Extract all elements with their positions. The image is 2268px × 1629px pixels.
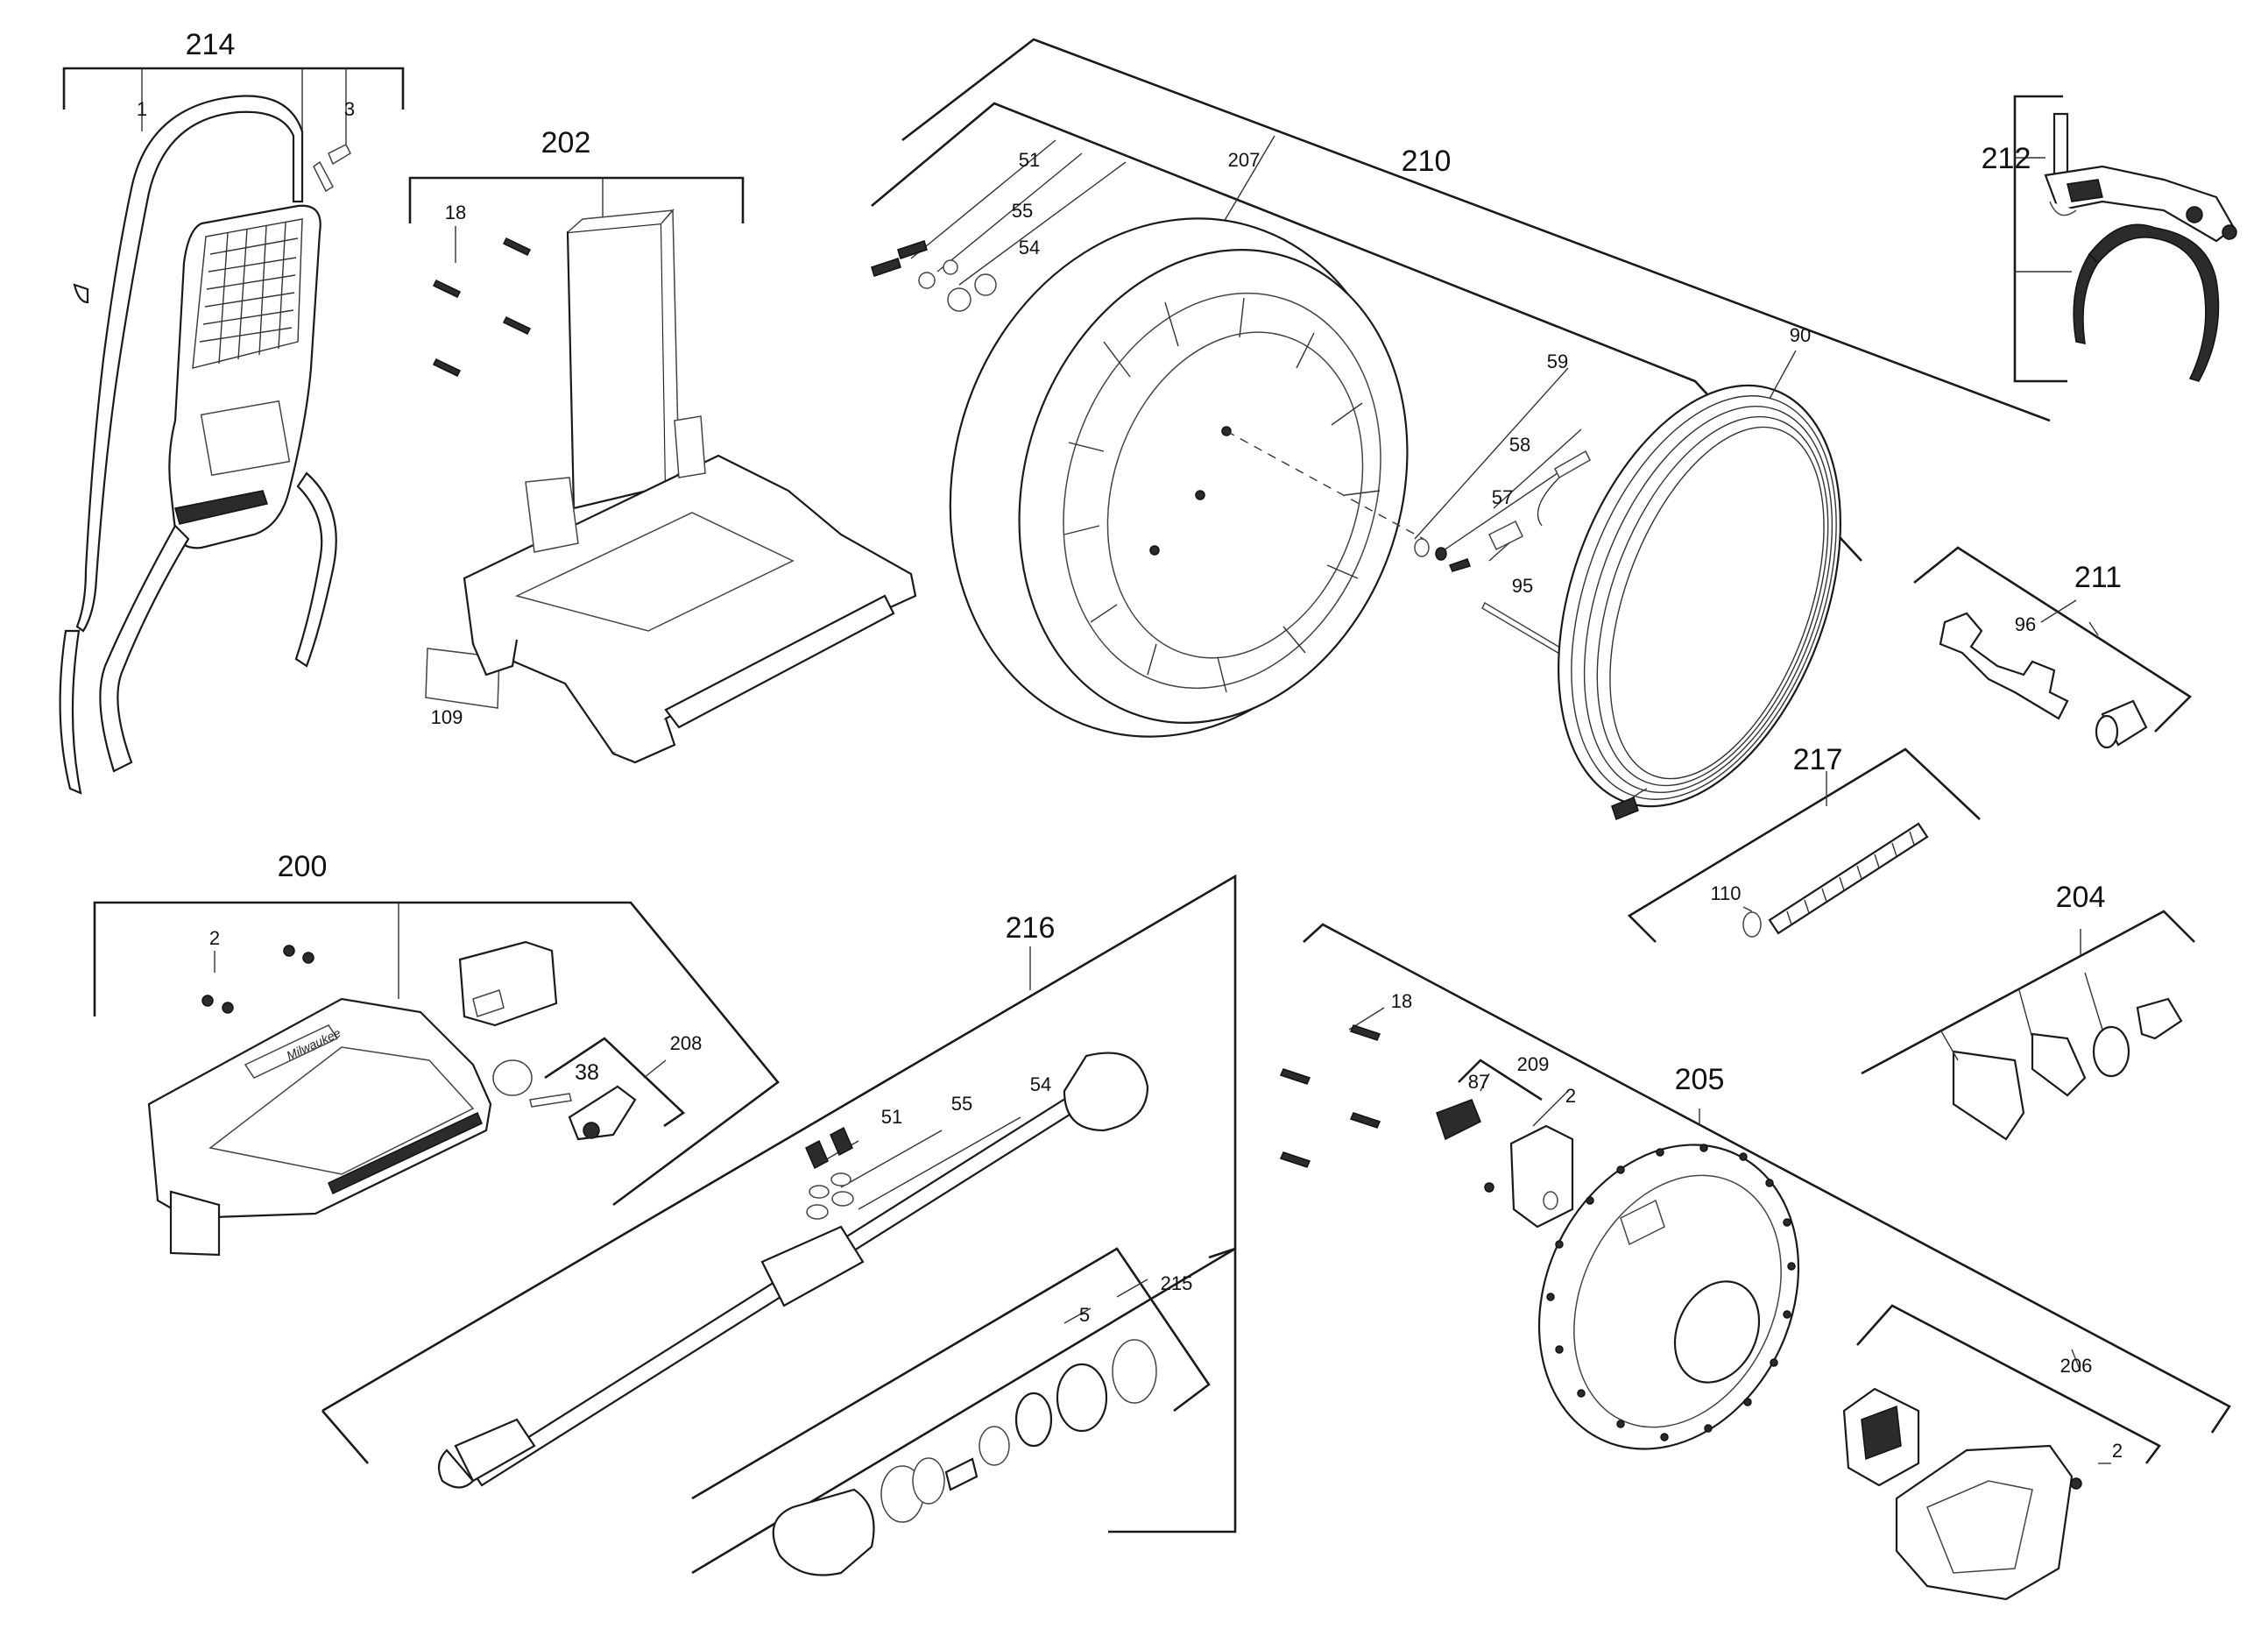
label-216-part-55: 55	[951, 1093, 972, 1115]
label-217: 217	[1793, 743, 1843, 776]
assembly-211-wrench: 211 96	[1913, 546, 2193, 749]
label-part-54: 54	[1019, 237, 1040, 259]
assembly-200-control-housing: 200 2 Milwaukee	[93, 850, 780, 1257]
label-214-part-3: 3	[344, 98, 355, 120]
push-cable-coil	[1558, 384, 1841, 808]
label-part-51: 51	[1019, 149, 1040, 171]
assembly-202-base-stand: 202 18 109	[408, 126, 917, 764]
label-part-87: 87	[1468, 1071, 1489, 1093]
honeycomb-panel	[192, 218, 303, 369]
label-part-57: 57	[1492, 486, 1513, 508]
label-part-96: 96	[2015, 613, 2036, 635]
label-209-part-2: 2	[1565, 1085, 1576, 1107]
label-part-58: 58	[1509, 434, 1530, 456]
reel-drum	[949, 217, 1409, 738]
label-205: 205	[1675, 1063, 1725, 1096]
label-206: 206	[2060, 1355, 2093, 1377]
label-202-part-18: 18	[445, 202, 466, 223]
assembly-206-mount: 206 2	[1842, 1304, 2161, 1601]
label-211: 211	[2074, 561, 2122, 594]
screws-18	[432, 237, 532, 377]
assembly-212-latch: 212	[1982, 95, 2237, 383]
label-214-part-1: 1	[137, 98, 147, 120]
label-part-90: 90	[1790, 324, 1811, 346]
label-part-38: 38	[575, 1060, 599, 1085]
label-214: 214	[186, 28, 236, 61]
label-216-part-51: 51	[881, 1106, 902, 1128]
assembly-204-nozzles: 204	[1861, 881, 2195, 1141]
label-216: 216	[1006, 911, 1056, 945]
label-208: 208	[670, 1032, 703, 1054]
assembly-210-reel: 210 51 55 54 207 59	[871, 38, 2051, 820]
label-210: 210	[1402, 145, 1452, 178]
label-200-part-2: 2	[209, 927, 220, 949]
label-215-part-5: 5	[1079, 1304, 1090, 1326]
label-part-207: 207	[1228, 149, 1261, 171]
assembly-215-nozzle: 215 5	[691, 1247, 1236, 1576]
label-215: 215	[1161, 1272, 1193, 1294]
label-part-95: 95	[1512, 575, 1533, 597]
label-109: 109	[431, 706, 463, 728]
label-212: 212	[1982, 142, 2031, 175]
label-206-part-2: 2	[2112, 1440, 2123, 1462]
label-216-part-54: 54	[1030, 1073, 1051, 1095]
assembly-209-latch: 209 87 2	[1436, 1053, 1576, 1229]
label-part-55: 55	[1012, 200, 1033, 222]
label-205-part-18: 18	[1391, 990, 1412, 1012]
hub-bolt-ring	[1546, 1144, 1796, 1441]
assembly-216-spindle: 216 51 55 54	[321, 874, 1237, 1533]
label-200: 200	[278, 850, 328, 883]
assembly-205-drum-housing: 205 18	[1279, 923, 2231, 1450]
assembly-208-knob: 208 38	[529, 1032, 703, 1141]
assembly-214-backpack-frame: 214 1 3	[59, 28, 405, 795]
label-204: 204	[2056, 881, 2106, 914]
label-209: 209	[1517, 1053, 1550, 1075]
label-202: 202	[541, 126, 591, 159]
label-part-59: 59	[1547, 351, 1568, 372]
label-part-110: 110	[1710, 882, 1741, 904]
assembly-217-hose: 217 110	[1627, 743, 1981, 943]
